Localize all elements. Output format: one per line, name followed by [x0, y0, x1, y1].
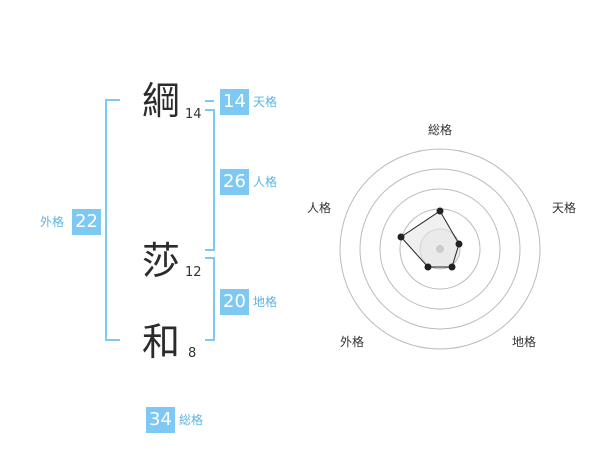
- radar-point: [397, 233, 405, 241]
- radar-point: [424, 263, 432, 271]
- soukaku-value: 34: [146, 407, 175, 433]
- gaikaku-value: 22: [72, 209, 101, 235]
- radar-center-dot: [436, 245, 444, 253]
- radar-label-jinkaku: 人格: [306, 201, 331, 215]
- gaikaku-label: 外格: [40, 215, 65, 229]
- jinkaku-label: 人格: [253, 175, 278, 189]
- chikaku-label: 地格: [253, 295, 278, 309]
- tenkaku-label: 天格: [253, 95, 278, 109]
- radar-point: [436, 207, 444, 215]
- radar-label-chikaku: 地格: [511, 335, 536, 349]
- name-char-3-strokes: 8: [188, 346, 197, 361]
- radar-label-tenkaku: 天格: [551, 201, 576, 215]
- jinkaku-value: 26: [220, 169, 249, 195]
- radar-polygon: [400, 210, 460, 268]
- radar-label-gaikaku: 外格: [339, 335, 364, 349]
- chikaku-bracket: [205, 257, 215, 341]
- chikaku-value: 20: [220, 289, 249, 315]
- name-char-3: 和: [142, 320, 181, 364]
- name-char-2: 莎: [142, 239, 181, 283]
- soukaku-label: 総格: [179, 413, 204, 427]
- radar-ring: [339, 148, 541, 350]
- gaikaku-bracket: [105, 99, 120, 341]
- tenkaku-value: 14: [220, 89, 249, 115]
- name-char-1: 綱: [142, 79, 181, 123]
- jinkaku-bracket: [205, 109, 215, 251]
- radar-label-soukaku: 総格: [427, 123, 452, 137]
- radar-point: [448, 263, 456, 271]
- radar-point: [455, 240, 463, 248]
- radar-ring: [359, 168, 521, 330]
- name-char-2-strokes: 12: [185, 265, 202, 280]
- name-char-1-strokes: 14: [185, 107, 202, 122]
- radar-ring: [379, 188, 501, 310]
